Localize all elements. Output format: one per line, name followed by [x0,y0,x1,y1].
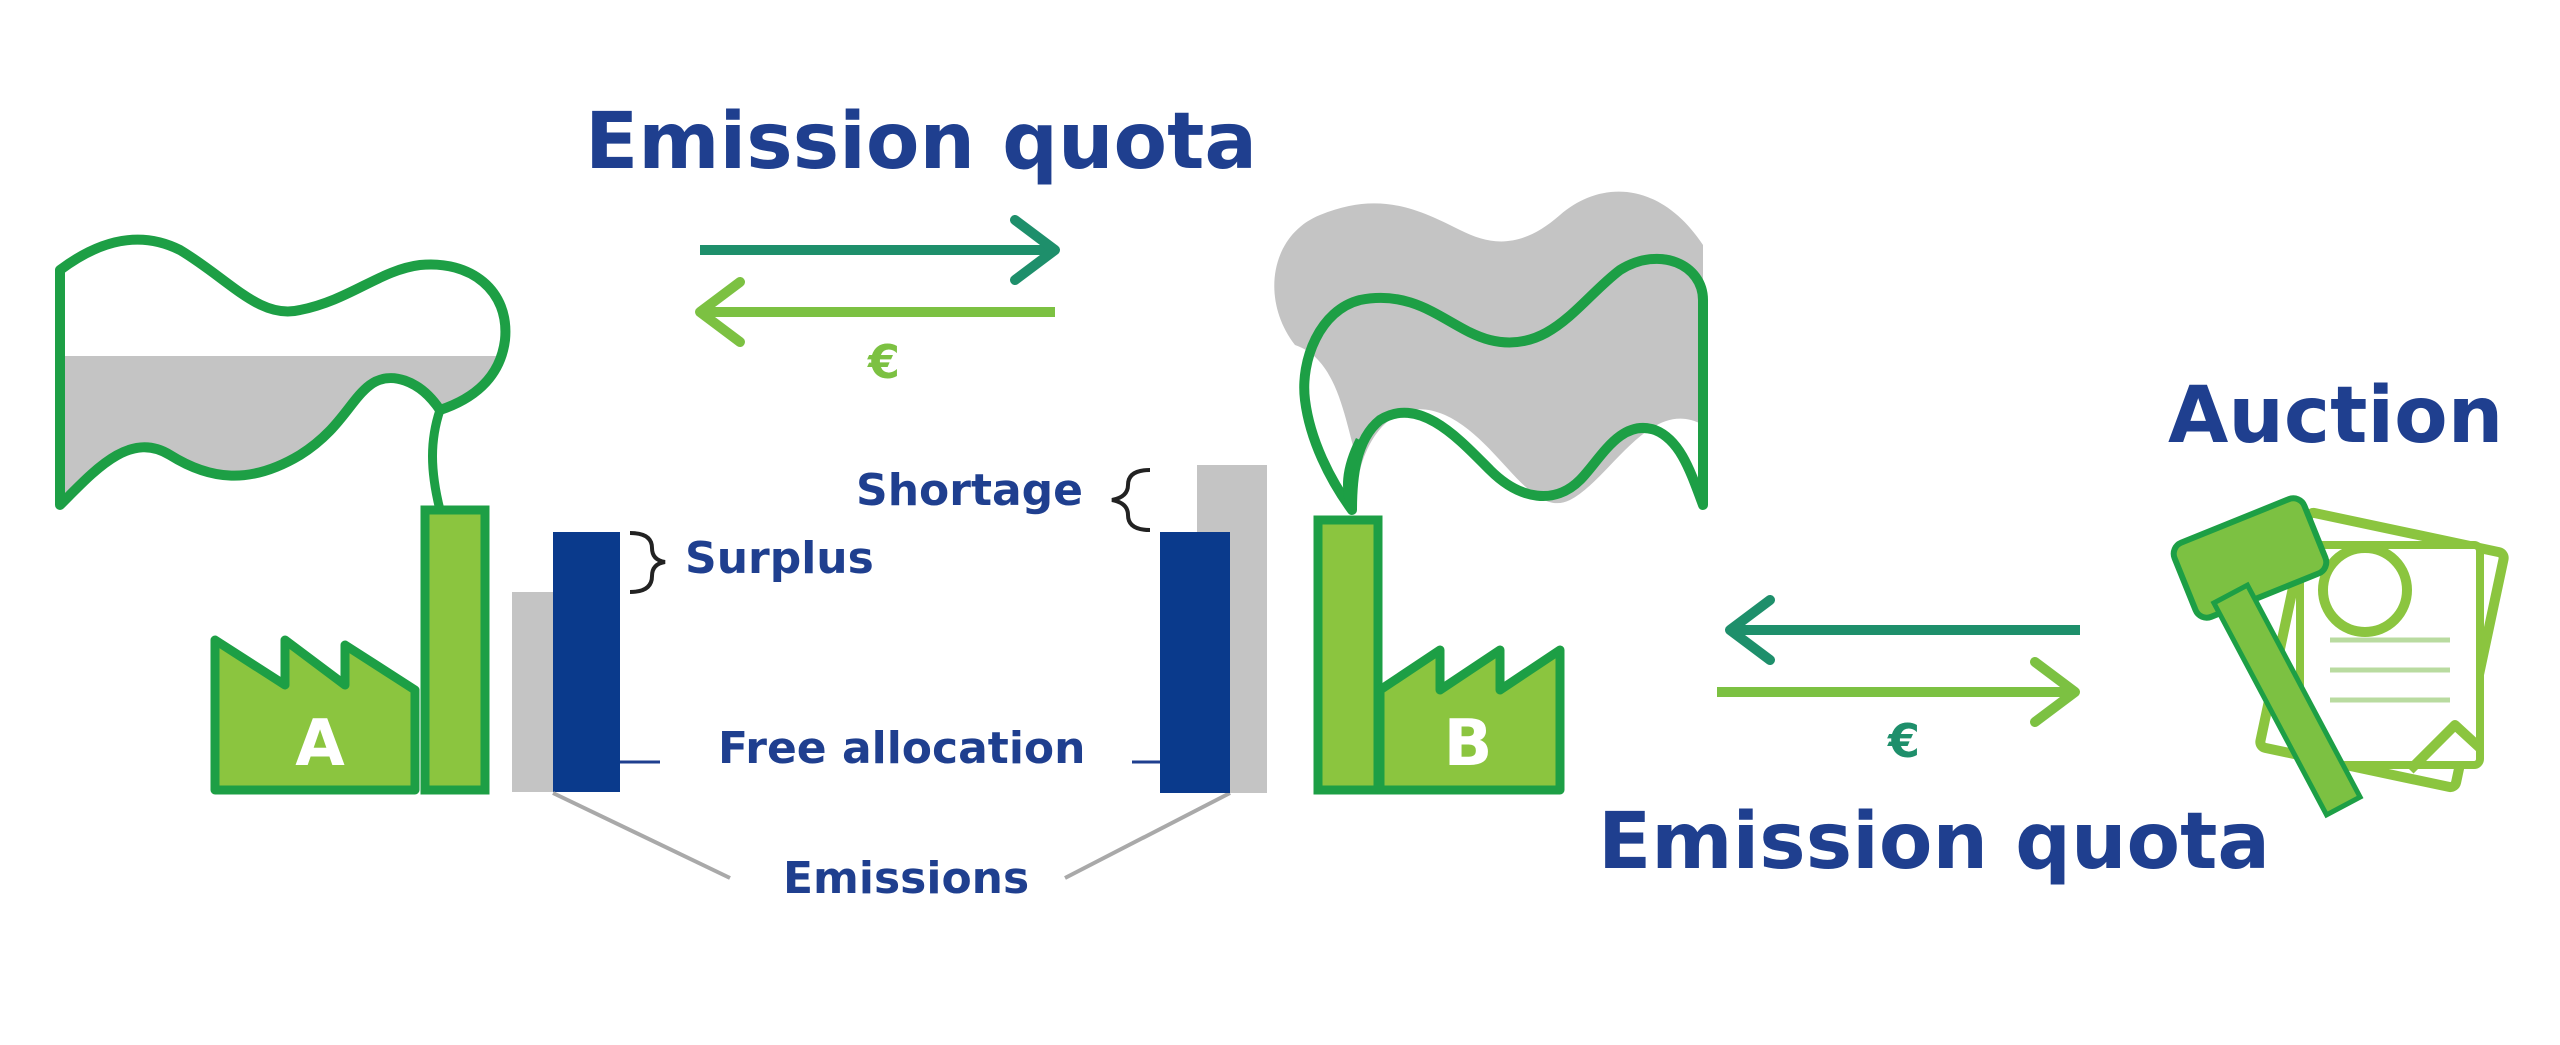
emissions-pointer-b [1064,791,1231,880]
factory-a-smoke [55,234,511,512]
euro-label-bottom: € [1887,714,1920,768]
auction-gavel-certificate-icon [2170,495,2509,819]
emissions-pointer-a [552,791,731,880]
arrow-right-icon [700,215,1060,285]
auction-label: Auction [2168,371,2503,461]
factory-b-letter: B [1444,707,1493,781]
euro-label-top: € [867,335,900,389]
factory-b-icon: B [1313,515,1565,795]
factory-a-letter: A [295,707,345,781]
emission-quota-label-bottom: Emission quota [1598,797,2270,887]
factory-b-smoke [1274,191,1708,515]
emissions-label: Emissions [783,853,1029,904]
emission-quota-label-top: Emission quota [585,97,1257,187]
surplus-label: Surplus [685,533,874,584]
arrow-left-icon [695,277,1055,347]
free-allocation-label: Free allocation [718,723,1085,774]
factory-a-icon: A [210,505,490,795]
arrow-left-bottom-icon [1725,595,2080,665]
shortage-label: Shortage [856,465,1083,516]
shortage-brace [1111,468,1151,532]
factory-a-emissions-bar [512,592,554,792]
arrow-right-bottom-icon [1717,657,2080,727]
factory-b-allocation-bar [1160,532,1230,793]
surplus-brace [629,531,666,594]
factory-a-allocation-bar [553,532,620,792]
